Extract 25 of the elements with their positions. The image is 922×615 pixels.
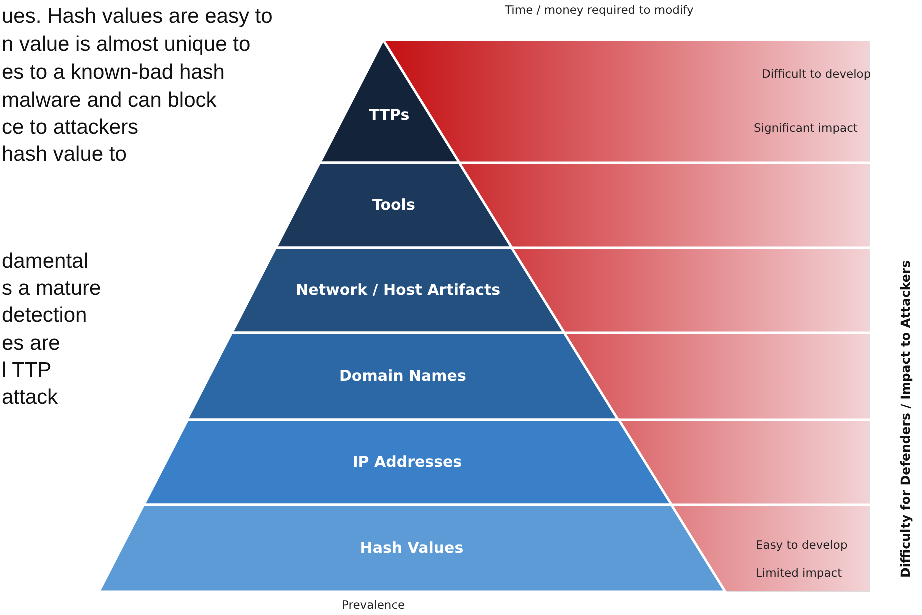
description-text: ce to attackers	[2, 116, 139, 140]
layer-label: Tools	[371, 196, 416, 214]
description-text: damental	[2, 250, 88, 274]
description-text: l TTP	[2, 359, 52, 383]
description-text: detection	[2, 304, 88, 328]
axis-title: Prevalence	[342, 598, 406, 612]
layer-label: IP Addresses	[352, 452, 464, 470]
description-text: attack	[2, 386, 58, 410]
axis-title: Difficulty for Defenders / Impact to Attackers	[898, 260, 913, 578]
layer-label: Hash Values	[359, 538, 465, 556]
description-text: hash value to	[2, 143, 127, 167]
layer-label: TTPs	[368, 106, 411, 124]
description-text: es are	[2, 332, 60, 356]
scale-label: Significant impact	[754, 121, 858, 135]
scale-label: Limited impact	[756, 566, 842, 580]
description-text: ues. Hash values are easy to	[2, 5, 273, 29]
scale-label: Easy to develop	[756, 538, 848, 552]
axis-title: Time / money required to modify	[505, 3, 694, 17]
description-text: malware and can block	[2, 89, 217, 113]
description-text: n value is almost unique to	[2, 33, 251, 57]
description-text: s a mature	[2, 277, 102, 301]
layer-label: Domain Names	[338, 366, 468, 384]
layer-label: Network / Host Artifacts	[295, 280, 502, 298]
description-text: es to a known-bad hash	[2, 61, 225, 85]
scale-label: Difficult to develop	[762, 67, 872, 81]
